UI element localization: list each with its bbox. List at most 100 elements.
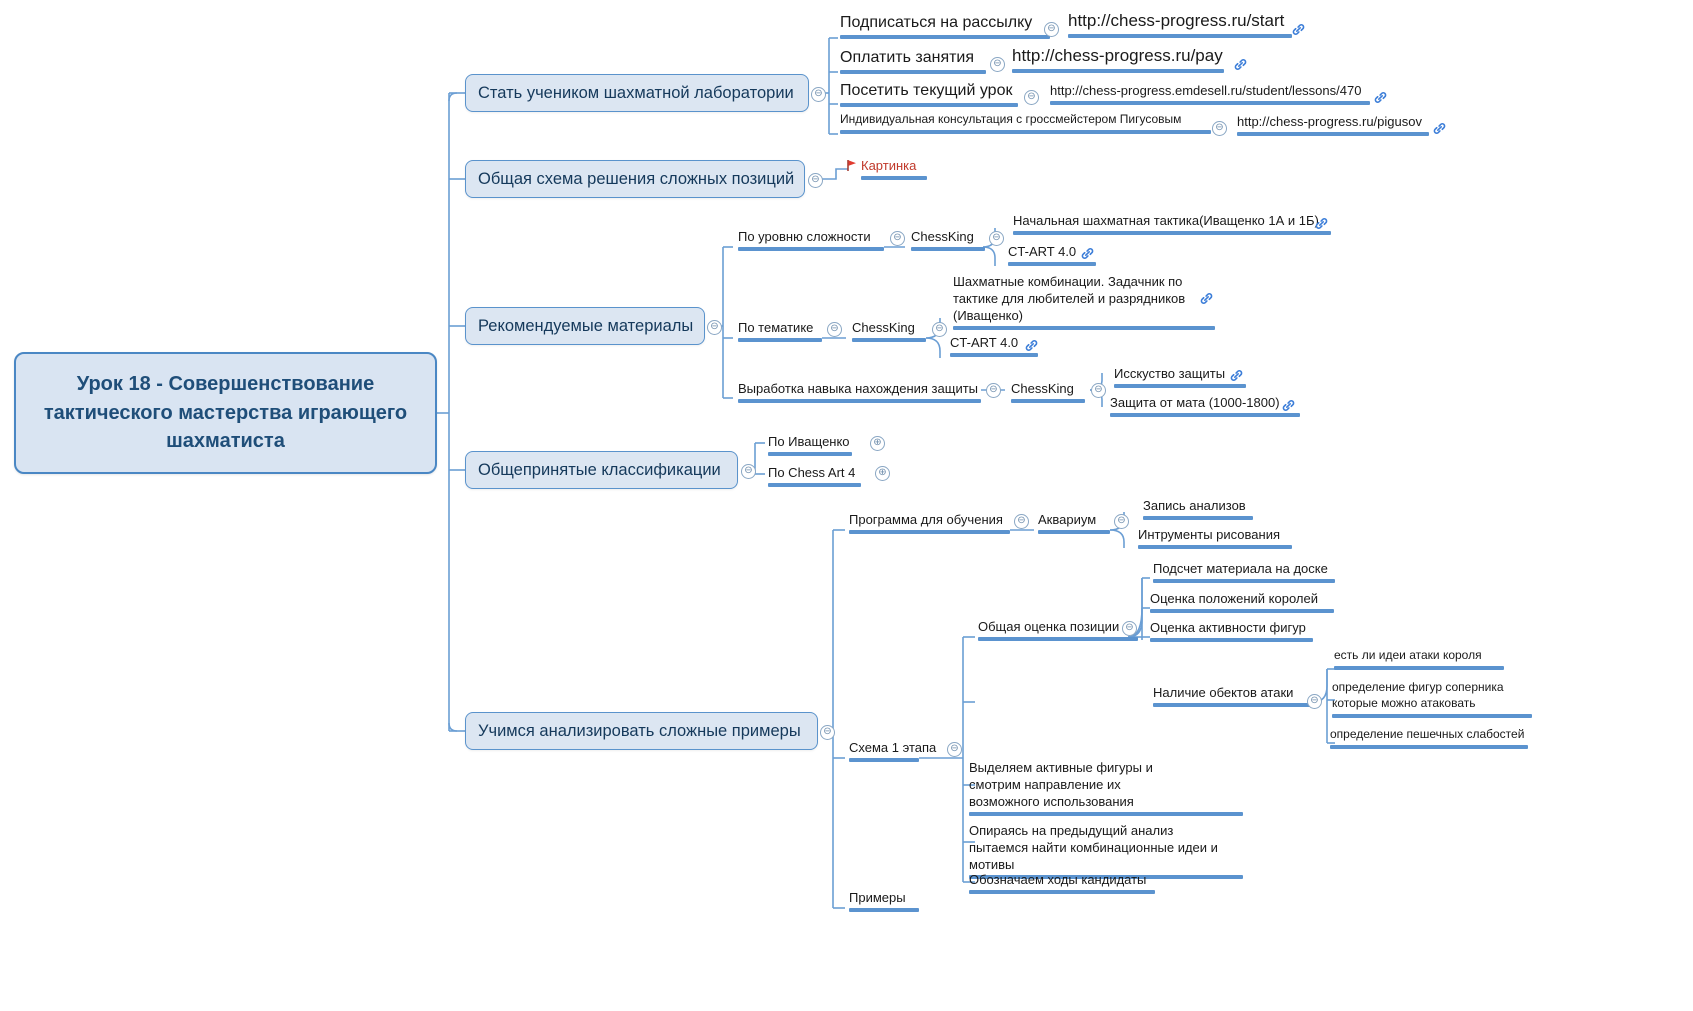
toggle-by-ivashchenko[interactable]: ⊕ (870, 436, 885, 451)
node-material-count[interactable]: Подсчет материала на доске (1153, 560, 1335, 584)
link-icon[interactable] (1199, 291, 1214, 306)
node-stage-1-scheme[interactable]: Схема 1 этапа (849, 739, 943, 763)
node-by-chess-art-4-label: По Chess Art 4 (768, 465, 856, 480)
node-ctart-difficulty-label: CT-ART 4.0 (1008, 244, 1077, 259)
node-combination-ideas[interactable]: Опираясь на предыдущий анализ пытаемся н… (969, 822, 1243, 880)
toggle-subscribe[interactable]: ⊖ (1044, 22, 1059, 37)
branch-node-scheme[interactable]: Общая схема решения сложных позиций (465, 160, 805, 198)
node-underline (969, 812, 1243, 817)
node-position-evaluation-label: Общая оценка позиции (978, 619, 1120, 634)
node-chessking-difficulty[interactable]: ChessKing (911, 228, 985, 252)
node-training-program[interactable]: Программа для обучения (849, 511, 1010, 535)
node-pawn-weaknesses[interactable]: определение пешечных слабостей (1330, 727, 1528, 749)
node-attack-objects-label: Наличие обектов атаки (1153, 685, 1294, 700)
toggle-current-lesson[interactable]: ⊖ (1024, 90, 1039, 105)
node-picture[interactable]: Картинка (861, 157, 927, 181)
toggle-aquarium[interactable]: ⊖ (1114, 514, 1129, 529)
node-underline (969, 890, 1155, 895)
node-active-pieces[interactable]: Выделяем активные фигуры и смотрим напра… (969, 759, 1243, 817)
node-analysis-record[interactable]: Запись анализов (1143, 497, 1253, 521)
link-icon[interactable] (1432, 121, 1447, 136)
root-node[interactable]: Урок 18 - Совершенствование тактического… (14, 352, 437, 474)
node-analysis-record-label: Запись анализов (1143, 498, 1246, 513)
node-current-lesson-url[interactable]: http://chess-progress.emdesell.ru/studen… (1050, 82, 1370, 106)
node-subscribe-url[interactable]: http://chess-progress.ru/start (1068, 10, 1292, 39)
node-by-difficulty[interactable]: По уровню сложности (738, 228, 884, 252)
link-icon[interactable] (1281, 398, 1296, 413)
node-active-pieces-label: Выделяем активные фигуры и смотрим напра… (969, 760, 1153, 810)
toggle-stage-1-scheme[interactable]: ⊖ (947, 742, 962, 757)
toggle-pay[interactable]: ⊖ (990, 57, 1005, 72)
link-icon[interactable] (1314, 216, 1329, 231)
node-underline (861, 176, 927, 181)
toggle-analyze[interactable]: ⊖ (820, 725, 835, 740)
node-opponent-pieces[interactable]: определение фигур соперника которые можн… (1332, 680, 1532, 718)
node-aquarium[interactable]: Аквариум (1038, 511, 1110, 535)
toggle-classifications[interactable]: ⊖ (741, 464, 756, 479)
node-underline (1332, 713, 1532, 718)
branch-node-materials[interactable]: Рекомендуемые материалы (465, 307, 705, 345)
node-pay[interactable]: Оплатить занятия (840, 47, 986, 75)
toggle-chessking-theme[interactable]: ⊖ (932, 322, 947, 337)
node-by-theme[interactable]: По тематике (738, 319, 822, 343)
node-underline (950, 353, 1038, 358)
node-underline (849, 530, 1010, 535)
node-candidate-moves[interactable]: Обозначаем ходы кандидаты (969, 871, 1155, 895)
toggle-attack-objects[interactable]: ⊖ (1307, 694, 1322, 709)
node-aquarium-label: Аквариум (1038, 512, 1097, 527)
node-by-theme-label: По тематике (738, 320, 814, 335)
toggle-position-evaluation[interactable]: ⊖ (1122, 621, 1137, 636)
link-icon[interactable] (1080, 246, 1095, 261)
node-current-lesson[interactable]: Посетить текущий урок (840, 80, 1018, 108)
node-book-ivashchenko[interactable]: Начальная шахматная тактика(Иващенко 1А … (1013, 212, 1331, 236)
node-book-combinations[interactable]: Шахматные комбинации. Задачник по тактик… (953, 273, 1215, 331)
node-underline (1008, 262, 1096, 267)
node-chessking-theme[interactable]: ChessKing (852, 319, 926, 343)
link-icon[interactable] (1233, 57, 1248, 72)
node-by-ivashchenko[interactable]: По Иващенко (768, 433, 852, 457)
node-king-position-eval[interactable]: Оценка положений королей (1150, 590, 1334, 614)
toggle-by-difficulty[interactable]: ⊖ (890, 231, 905, 246)
node-chessking-difficulty-label: ChessKing (911, 229, 974, 244)
node-drawing-tools[interactable]: Интрументы рисования (1138, 526, 1292, 550)
node-by-chess-art-4[interactable]: По Chess Art 4 (768, 464, 861, 488)
link-icon[interactable] (1229, 368, 1244, 383)
branch-node-analyze[interactable]: Учимся анализировать сложные примеры (465, 712, 818, 750)
branch-node-classifications[interactable]: Общепринятые классификации (465, 451, 738, 489)
node-underline (1153, 703, 1313, 708)
link-icon[interactable] (1291, 22, 1306, 37)
node-underline (738, 399, 981, 404)
node-king-attack-ideas[interactable]: есть ли идеи атаки короля (1334, 648, 1504, 670)
toggle-lab[interactable]: ⊖ (811, 87, 826, 102)
link-icon[interactable] (1024, 338, 1039, 353)
node-consultation[interactable]: Индивидуальная консультация с гроссмейст… (840, 112, 1211, 134)
toggle-training-program[interactable]: ⊖ (1014, 514, 1029, 529)
node-mate-defense[interactable]: Защита от мата (1000-1800) (1110, 394, 1300, 418)
node-ctart-difficulty[interactable]: CT-ART 4.0 (1008, 243, 1096, 267)
link-icon[interactable] (1373, 90, 1388, 105)
node-position-evaluation[interactable]: Общая оценка позиции (978, 618, 1138, 642)
node-piece-activity-eval[interactable]: Оценка активности фигур (1150, 619, 1313, 643)
branch-label-analyze: Учимся анализировать сложные примеры (478, 721, 801, 740)
node-examples[interactable]: Примеры (849, 889, 919, 913)
node-attack-objects[interactable]: Наличие обектов атаки (1153, 684, 1313, 708)
node-art-of-defense[interactable]: Исскуство защиты (1114, 365, 1246, 389)
node-consultation-url[interactable]: http://chess-progress.ru/pigusov (1237, 113, 1429, 137)
toggle-scheme[interactable]: ⊖ (808, 173, 823, 188)
node-chessking-defense[interactable]: ChessKing (1011, 380, 1085, 404)
node-training-program-label: Программа для обучения (849, 512, 1003, 527)
toggle-by-chess-art-4[interactable]: ⊕ (875, 466, 890, 481)
node-ctart-theme[interactable]: CT-ART 4.0 (950, 334, 1038, 358)
toggle-materials[interactable]: ⊖ (707, 320, 722, 335)
node-underline (849, 758, 919, 763)
node-subscribe[interactable]: Подписаться на рассылку (840, 12, 1050, 40)
toggle-chessking-defense[interactable]: ⊖ (1091, 383, 1106, 398)
branch-node-lab[interactable]: Стать учеником шахматной лаборатории (465, 74, 809, 112)
toggle-by-theme[interactable]: ⊖ (827, 322, 842, 337)
node-pay-url[interactable]: http://chess-progress.ru/pay (1012, 45, 1224, 74)
toggle-chessking-difficulty[interactable]: ⊖ (989, 231, 1004, 246)
node-defense-skill[interactable]: Выработка навыка нахождения защиты (738, 380, 981, 404)
toggle-consultation[interactable]: ⊖ (1212, 121, 1227, 136)
toggle-defense-skill[interactable]: ⊖ (986, 383, 1001, 398)
